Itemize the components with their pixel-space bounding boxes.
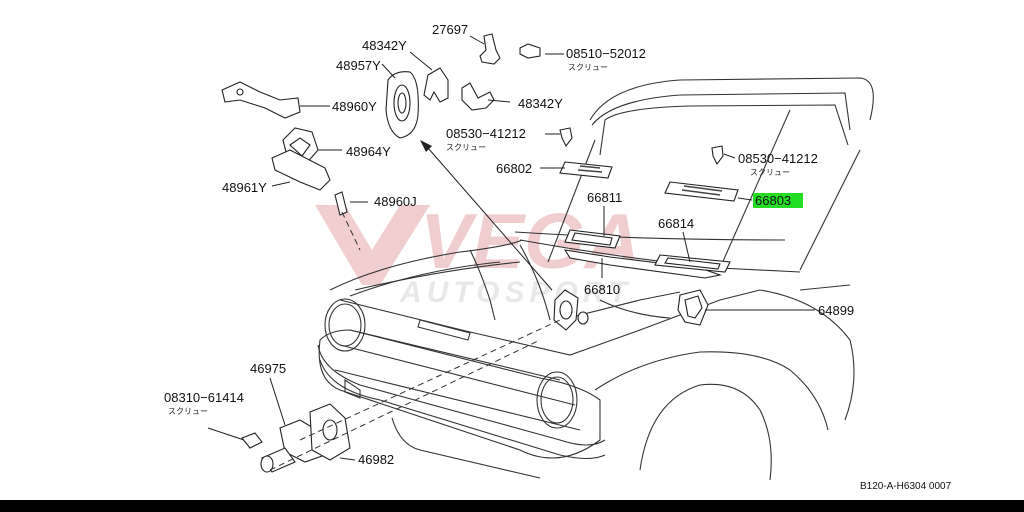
label-48342Y-right: 48342Y <box>518 96 563 111</box>
part-66803-shape <box>664 181 739 202</box>
label-08530-a-sub: スクリュー <box>446 143 486 152</box>
label-08530-b: 08530−41212 <box>738 151 818 166</box>
label-46975: 46975 <box>250 361 286 376</box>
label-66802: 66802 <box>496 161 532 176</box>
label-08530-b-sub: スクリュー <box>750 168 790 177</box>
part-08530-a-shape <box>559 127 573 148</box>
label-08310-sub: スクリュー <box>168 407 208 416</box>
part-27697-shape <box>479 33 501 65</box>
hinge-parts <box>241 403 351 473</box>
part-08310-shape <box>241 432 263 449</box>
part-48342Y-right-shape <box>461 82 495 111</box>
label-48957Y: 48957Y <box>336 58 381 73</box>
watermark-logo-icon <box>315 205 430 285</box>
part-48960Y-shape <box>221 81 301 119</box>
label-48960Y: 48960Y <box>332 99 377 114</box>
hood-lock-parts <box>553 161 739 331</box>
highlight-66803 <box>753 193 803 208</box>
label-48964Y: 48964Y <box>346 144 391 159</box>
label-08510: 08510−52012 <box>566 46 646 61</box>
part-labels: 27697 08510−52012 スクリュー 48342Y 48957Y 48… <box>164 22 952 492</box>
label-08310: 08310−61414 <box>164 390 244 405</box>
leader-lines <box>207 35 815 471</box>
part-48960J-shape <box>334 191 348 216</box>
label-46982: 46982 <box>358 452 394 467</box>
part-08530-b-shape <box>711 145 724 166</box>
watermark-subtitle: AUTOSPORT <box>399 276 632 309</box>
label-66811: 66811 <box>587 190 622 205</box>
bottom-bar <box>0 500 1024 512</box>
label-48961Y: 48961Y <box>222 180 267 195</box>
label-08510-sub: スクリュー <box>568 63 608 72</box>
label-08530-a: 08530−41212 <box>446 126 526 141</box>
label-66814: 66814 <box>658 216 694 231</box>
part-48342Y-top-shape <box>423 67 449 103</box>
label-27697: 27697 <box>432 22 468 37</box>
part-48961Y-shape <box>271 149 331 191</box>
label-48342Y-top: 48342Y <box>362 38 407 53</box>
label-66803: 66803 <box>755 193 791 208</box>
parts-diagram: VEGA AUTOSPORT <box>164 22 952 492</box>
part-08510-shape <box>519 43 541 59</box>
diagram-code: B120-A-H6304 0007 <box>860 481 952 492</box>
label-64899: 64899 <box>818 303 854 318</box>
label-48960J: 48960J <box>374 194 417 209</box>
label-66810: 66810 <box>584 282 620 297</box>
hood-stay-parts <box>221 33 724 216</box>
part-66810-shape <box>563 249 723 279</box>
